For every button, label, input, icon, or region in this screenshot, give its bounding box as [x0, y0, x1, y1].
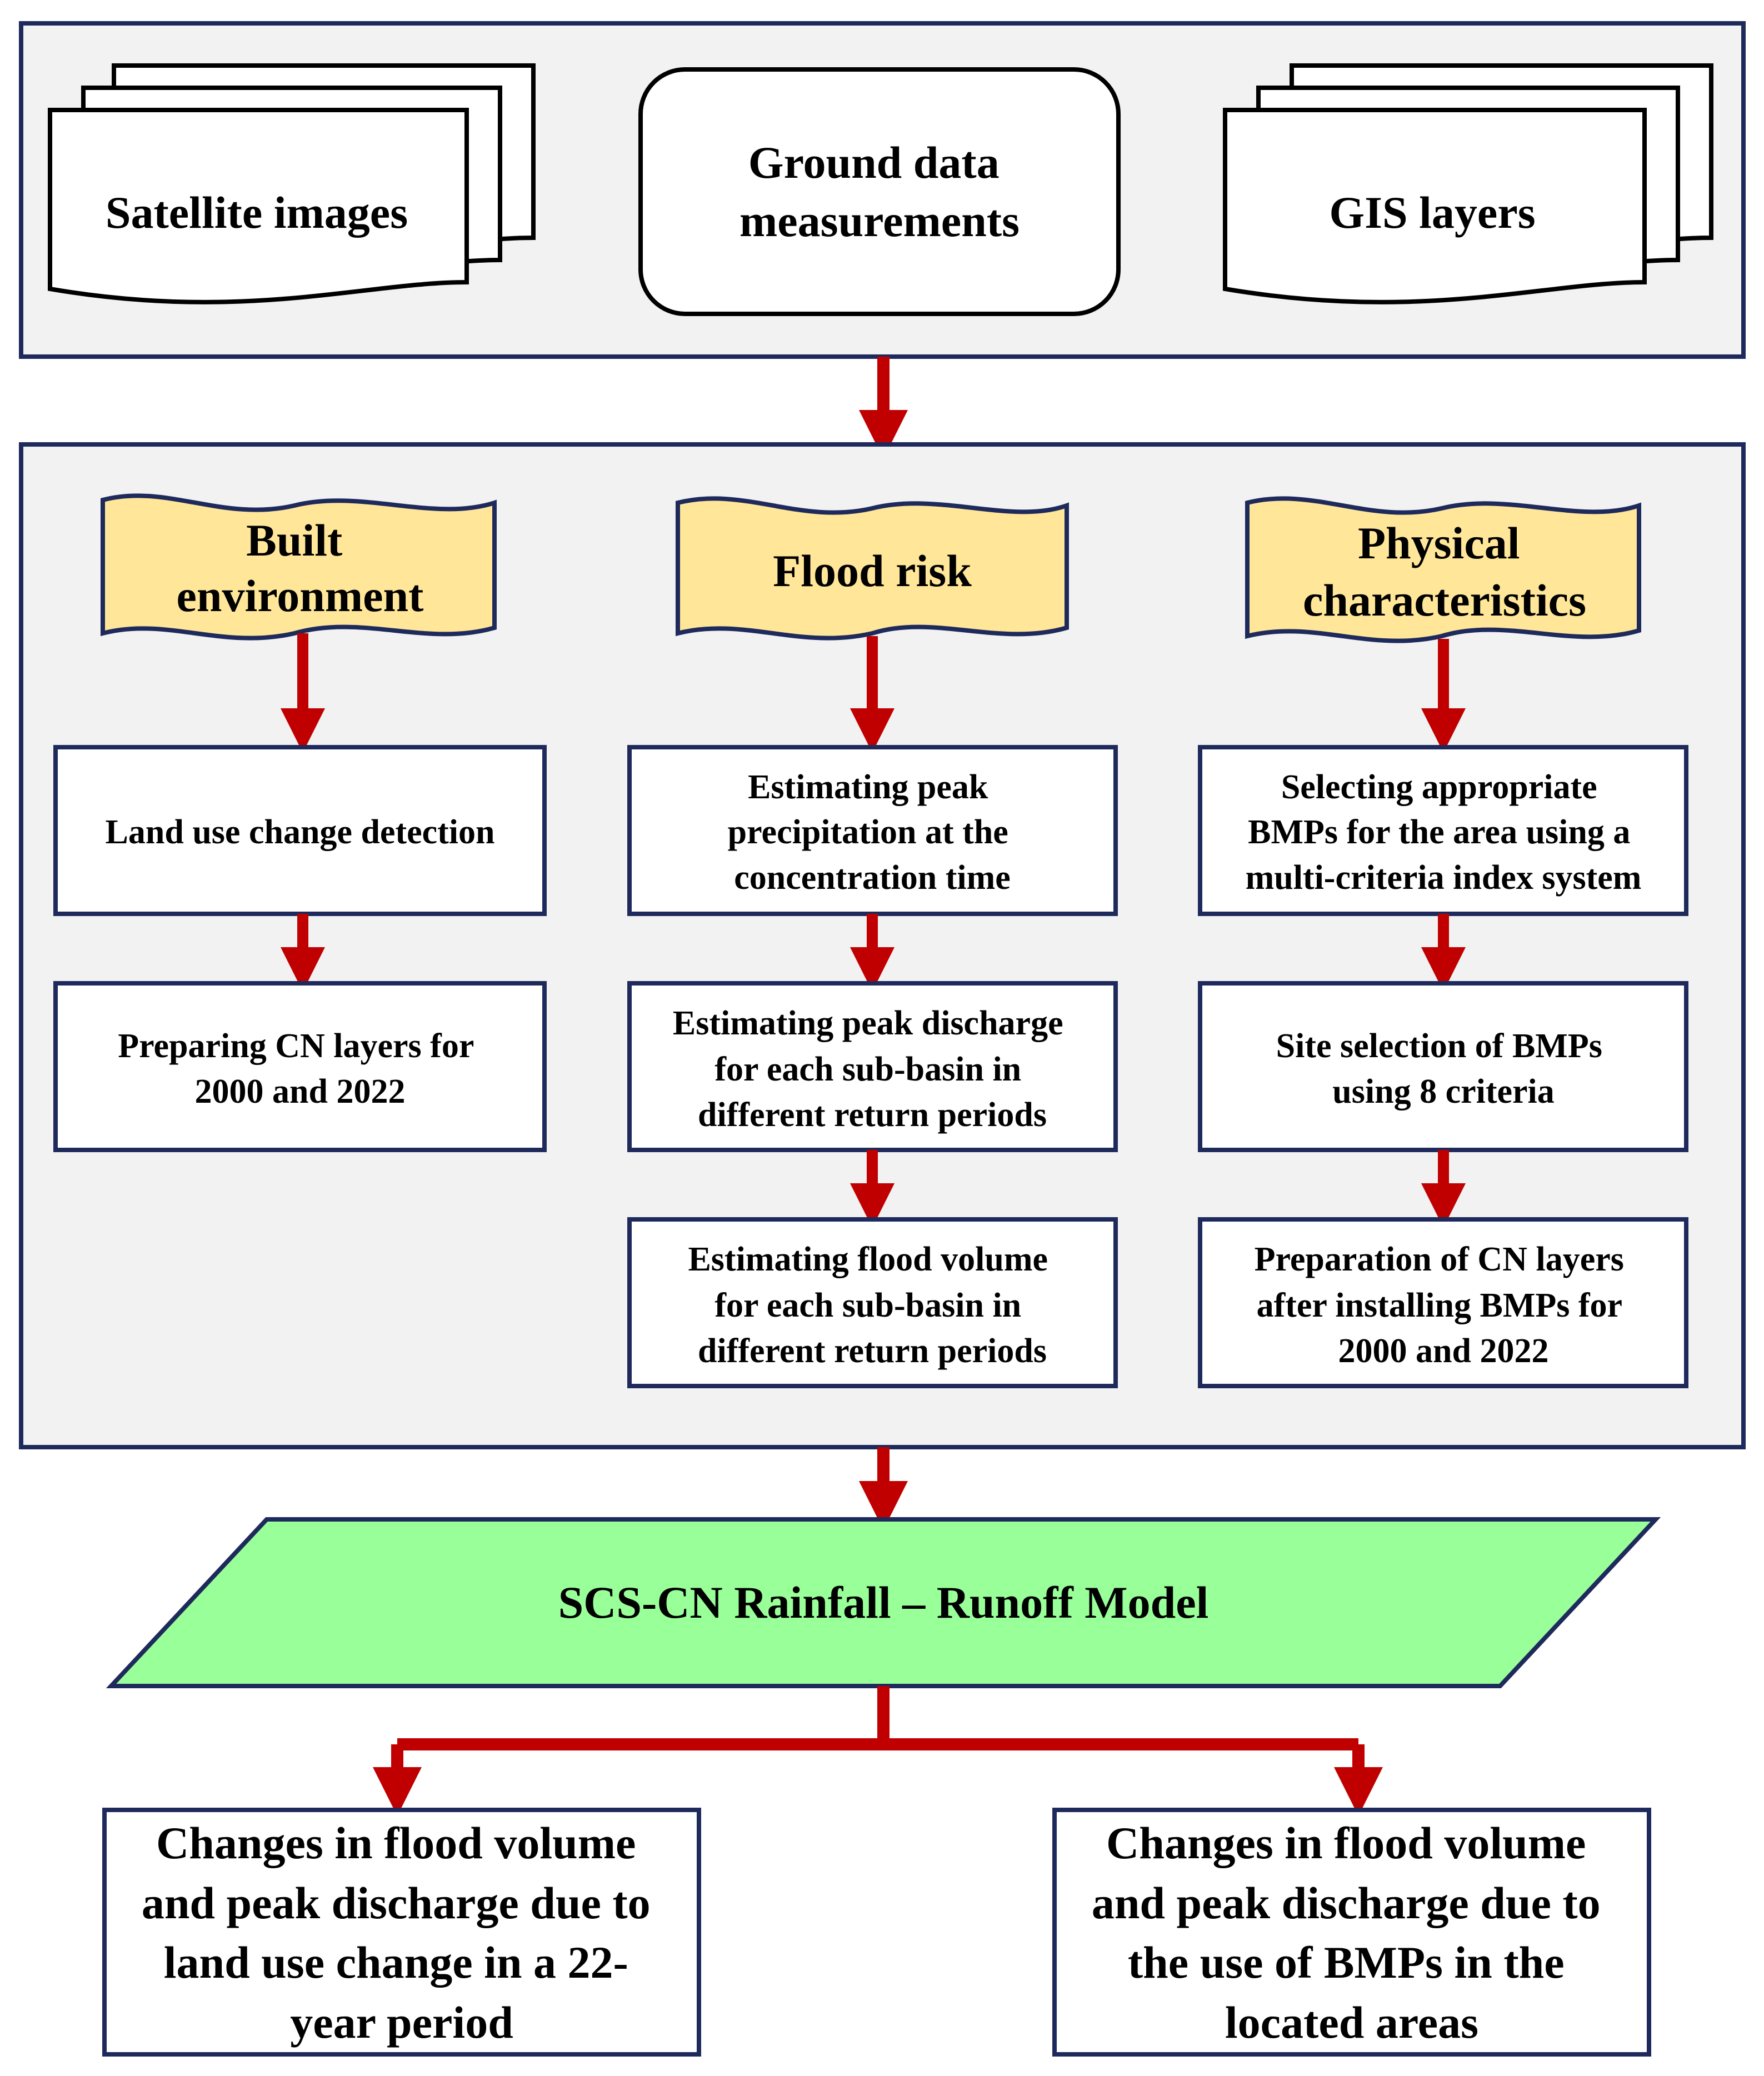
output-land-use-line-4: year period	[290, 1997, 513, 2048]
cn-after-bmps-line-1: Preparation of CN layers	[1255, 1240, 1624, 1278]
peak-precipitation-label: Estimating peak precipitation at the con…	[728, 768, 1017, 897]
peak-discharge-box	[627, 981, 1118, 1152]
selecting-bmps-line-2: BMPs for the area using a	[1248, 813, 1630, 851]
split-connector	[397, 1686, 1358, 1750]
output-land-use-box	[102, 1808, 701, 2057]
selecting-bmps-box	[1198, 745, 1688, 916]
peak-precipitation-line-1: Estimating peak	[748, 768, 988, 806]
selecting-bmps-label: Selecting appropriate BMPs for the area …	[1246, 768, 1642, 897]
flood-volume-line-2: for each sub-basin in	[714, 1287, 1021, 1324]
gis-layers-label: GIS layers	[1329, 187, 1535, 238]
physical-characteristics-line-2: characteristics	[1303, 575, 1586, 626]
site-selection-line-2: using 8 criteria	[1332, 1073, 1555, 1110]
output-bmps-line-1: Changes in flood volume	[1106, 1818, 1586, 1868]
output-land-use-line-3: land use change in a 22-	[164, 1937, 628, 1988]
cn-after-bmps-box	[1198, 1217, 1688, 1388]
output-bmps-line-2: and peak discharge due to	[1092, 1878, 1601, 1928]
cn-after-bmps-line-2: after installing BMPs for	[1257, 1287, 1622, 1324]
peak-discharge-label: Estimating peak discharge for each sub-b…	[673, 1004, 1072, 1134]
preparing-cn-layers-label: Preparing CN layers for 2000 and 2022	[118, 1027, 482, 1110]
output-land-use-line-1: Changes in flood volume	[156, 1818, 636, 1868]
output-bmps-box	[1052, 1808, 1651, 2057]
built-environment-line-2: environment	[177, 571, 424, 621]
preparing-cn-layers-box	[53, 981, 547, 1152]
scs-cn-model-label: SCS-CN Rainfall – Runoff Model	[558, 1577, 1209, 1628]
peak-precipitation-line-2: precipitation at the	[728, 813, 1008, 851]
physical-characteristics-banner	[1245, 496, 1641, 643]
peak-precipitation-box	[627, 745, 1118, 916]
output-bmps-line-3: the use of BMPs in the	[1128, 1937, 1565, 1988]
selecting-bmps-line-1: Selecting appropriate	[1281, 768, 1597, 806]
physical-characteristics-label: Physical characteristics	[1303, 518, 1586, 626]
flood-risk-label: Flood risk	[773, 546, 972, 596]
output-land-use-label: Changes in flood volume and peak dischar…	[142, 1818, 662, 2048]
ground-data-line-2: measurements	[739, 196, 1020, 246]
built-environment-label: Built environment	[177, 515, 424, 621]
peak-discharge-line-3: different return periods	[698, 1096, 1047, 1134]
satellite-images-label: Satellite images	[106, 187, 408, 238]
peak-discharge-line-1: Estimating peak discharge	[673, 1004, 1063, 1042]
output-bmps-line-4: located areas	[1225, 1997, 1478, 2048]
preparing-cn-layers-line-2: 2000 and 2022	[195, 1073, 406, 1110]
flood-risk-banner	[676, 496, 1069, 641]
flood-volume-label: Estimating flood volume for each sub-bas…	[688, 1240, 1056, 1370]
peak-discharge-line-2: for each sub-basin in	[714, 1050, 1021, 1088]
flood-volume-box	[627, 1217, 1118, 1388]
built-environment-line-1: Built	[246, 515, 342, 566]
land-use-change-label: Land use change detection	[106, 813, 495, 851]
site-selection-label: Site selection of BMPs using 8 criteria	[1276, 1027, 1611, 1110]
ground-data-label: Ground data measurements	[739, 137, 1020, 246]
site-selection-line-1: Site selection of BMPs	[1276, 1027, 1602, 1065]
output-land-use-line-2: and peak discharge due to	[142, 1878, 651, 1928]
cn-after-bmps-label: Preparation of CN layers after installin…	[1255, 1240, 1633, 1370]
land-use-change-box	[53, 745, 547, 916]
output-bmps-label: Changes in flood volume and peak dischar…	[1092, 1818, 1612, 2048]
satellite-images-node	[48, 63, 536, 304]
ground-data-line-1: Ground data	[748, 137, 1000, 188]
cn-after-bmps-line-3: 2000 and 2022	[1338, 1332, 1549, 1370]
flood-volume-line-1: Estimating flood volume	[688, 1240, 1048, 1278]
selecting-bmps-line-3: multi-criteria index system	[1246, 859, 1642, 897]
built-environment-banner	[101, 493, 497, 641]
land-use-change-line-1: Land use change detection	[106, 813, 495, 851]
physical-characteristics-line-1: Physical	[1358, 518, 1520, 568]
ground-data-node	[638, 67, 1121, 316]
preparing-cn-layers-line-1: Preparing CN layers for	[118, 1027, 474, 1065]
gis-layers-node	[1223, 63, 1713, 304]
scs-cn-model-node	[106, 1517, 1661, 1688]
site-selection-box	[1198, 981, 1688, 1152]
flood-volume-line-3: different return periods	[698, 1332, 1047, 1370]
peak-precipitation-line-3: concentration time	[734, 859, 1011, 897]
